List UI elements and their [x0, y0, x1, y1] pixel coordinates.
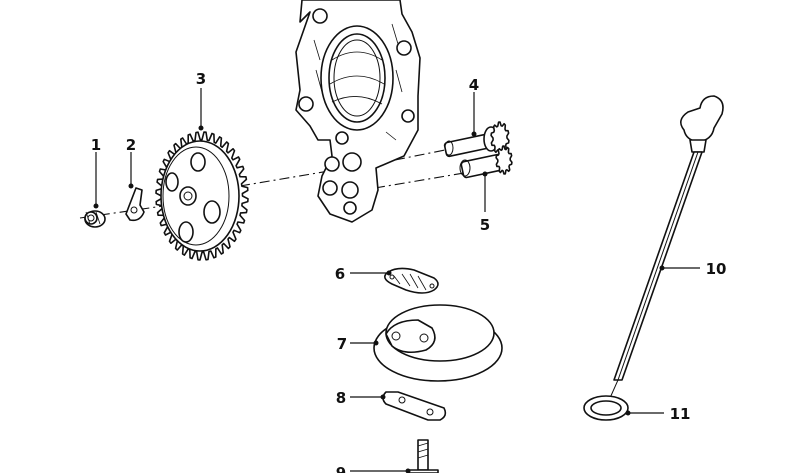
- part-gasket[interactable]: [384, 267, 439, 294]
- svg-text:2: 2: [126, 136, 136, 154]
- oil-pump-housing[interactable]: [295, 0, 421, 223]
- callout-9: 9: [336, 464, 411, 473]
- callout-1: 1: [91, 136, 101, 209]
- part-drive-shaft-lower[interactable]: [459, 145, 513, 179]
- part-nut[interactable]: [84, 210, 106, 228]
- callout-7: 7: [337, 335, 379, 353]
- svg-text:10: 10: [706, 260, 727, 278]
- part-bracket-strap[interactable]: [382, 391, 447, 421]
- callout-8: 8: [336, 389, 386, 407]
- part-drive-shaft-upper[interactable]: [443, 121, 510, 158]
- part-stud-screw[interactable]: [407, 439, 439, 473]
- svg-text:9: 9: [336, 464, 346, 473]
- callout-3: 3: [196, 70, 206, 131]
- part-dipstick[interactable]: [609, 95, 724, 399]
- part-cover-plate[interactable]: [373, 304, 503, 382]
- svg-text:4: 4: [469, 76, 479, 94]
- svg-text:8: 8: [336, 389, 346, 407]
- part-lock-washer[interactable]: [125, 187, 145, 222]
- callout-2: 2: [126, 136, 136, 189]
- callout-11: 11: [625, 405, 691, 423]
- part-seal-ring[interactable]: [583, 395, 629, 421]
- callout-6: 6: [335, 265, 392, 283]
- svg-text:1: 1: [91, 136, 101, 154]
- part-gear-wheel[interactable]: [155, 131, 249, 261]
- svg-text:11: 11: [670, 405, 691, 423]
- callout-4: 4: [469, 76, 479, 137]
- callout-5: 5: [480, 171, 490, 234]
- svg-text:3: 3: [196, 70, 206, 88]
- callout-10: 10: [659, 260, 727, 278]
- svg-text:5: 5: [480, 216, 490, 234]
- svg-text:6: 6: [335, 265, 345, 283]
- svg-text:7: 7: [337, 335, 347, 353]
